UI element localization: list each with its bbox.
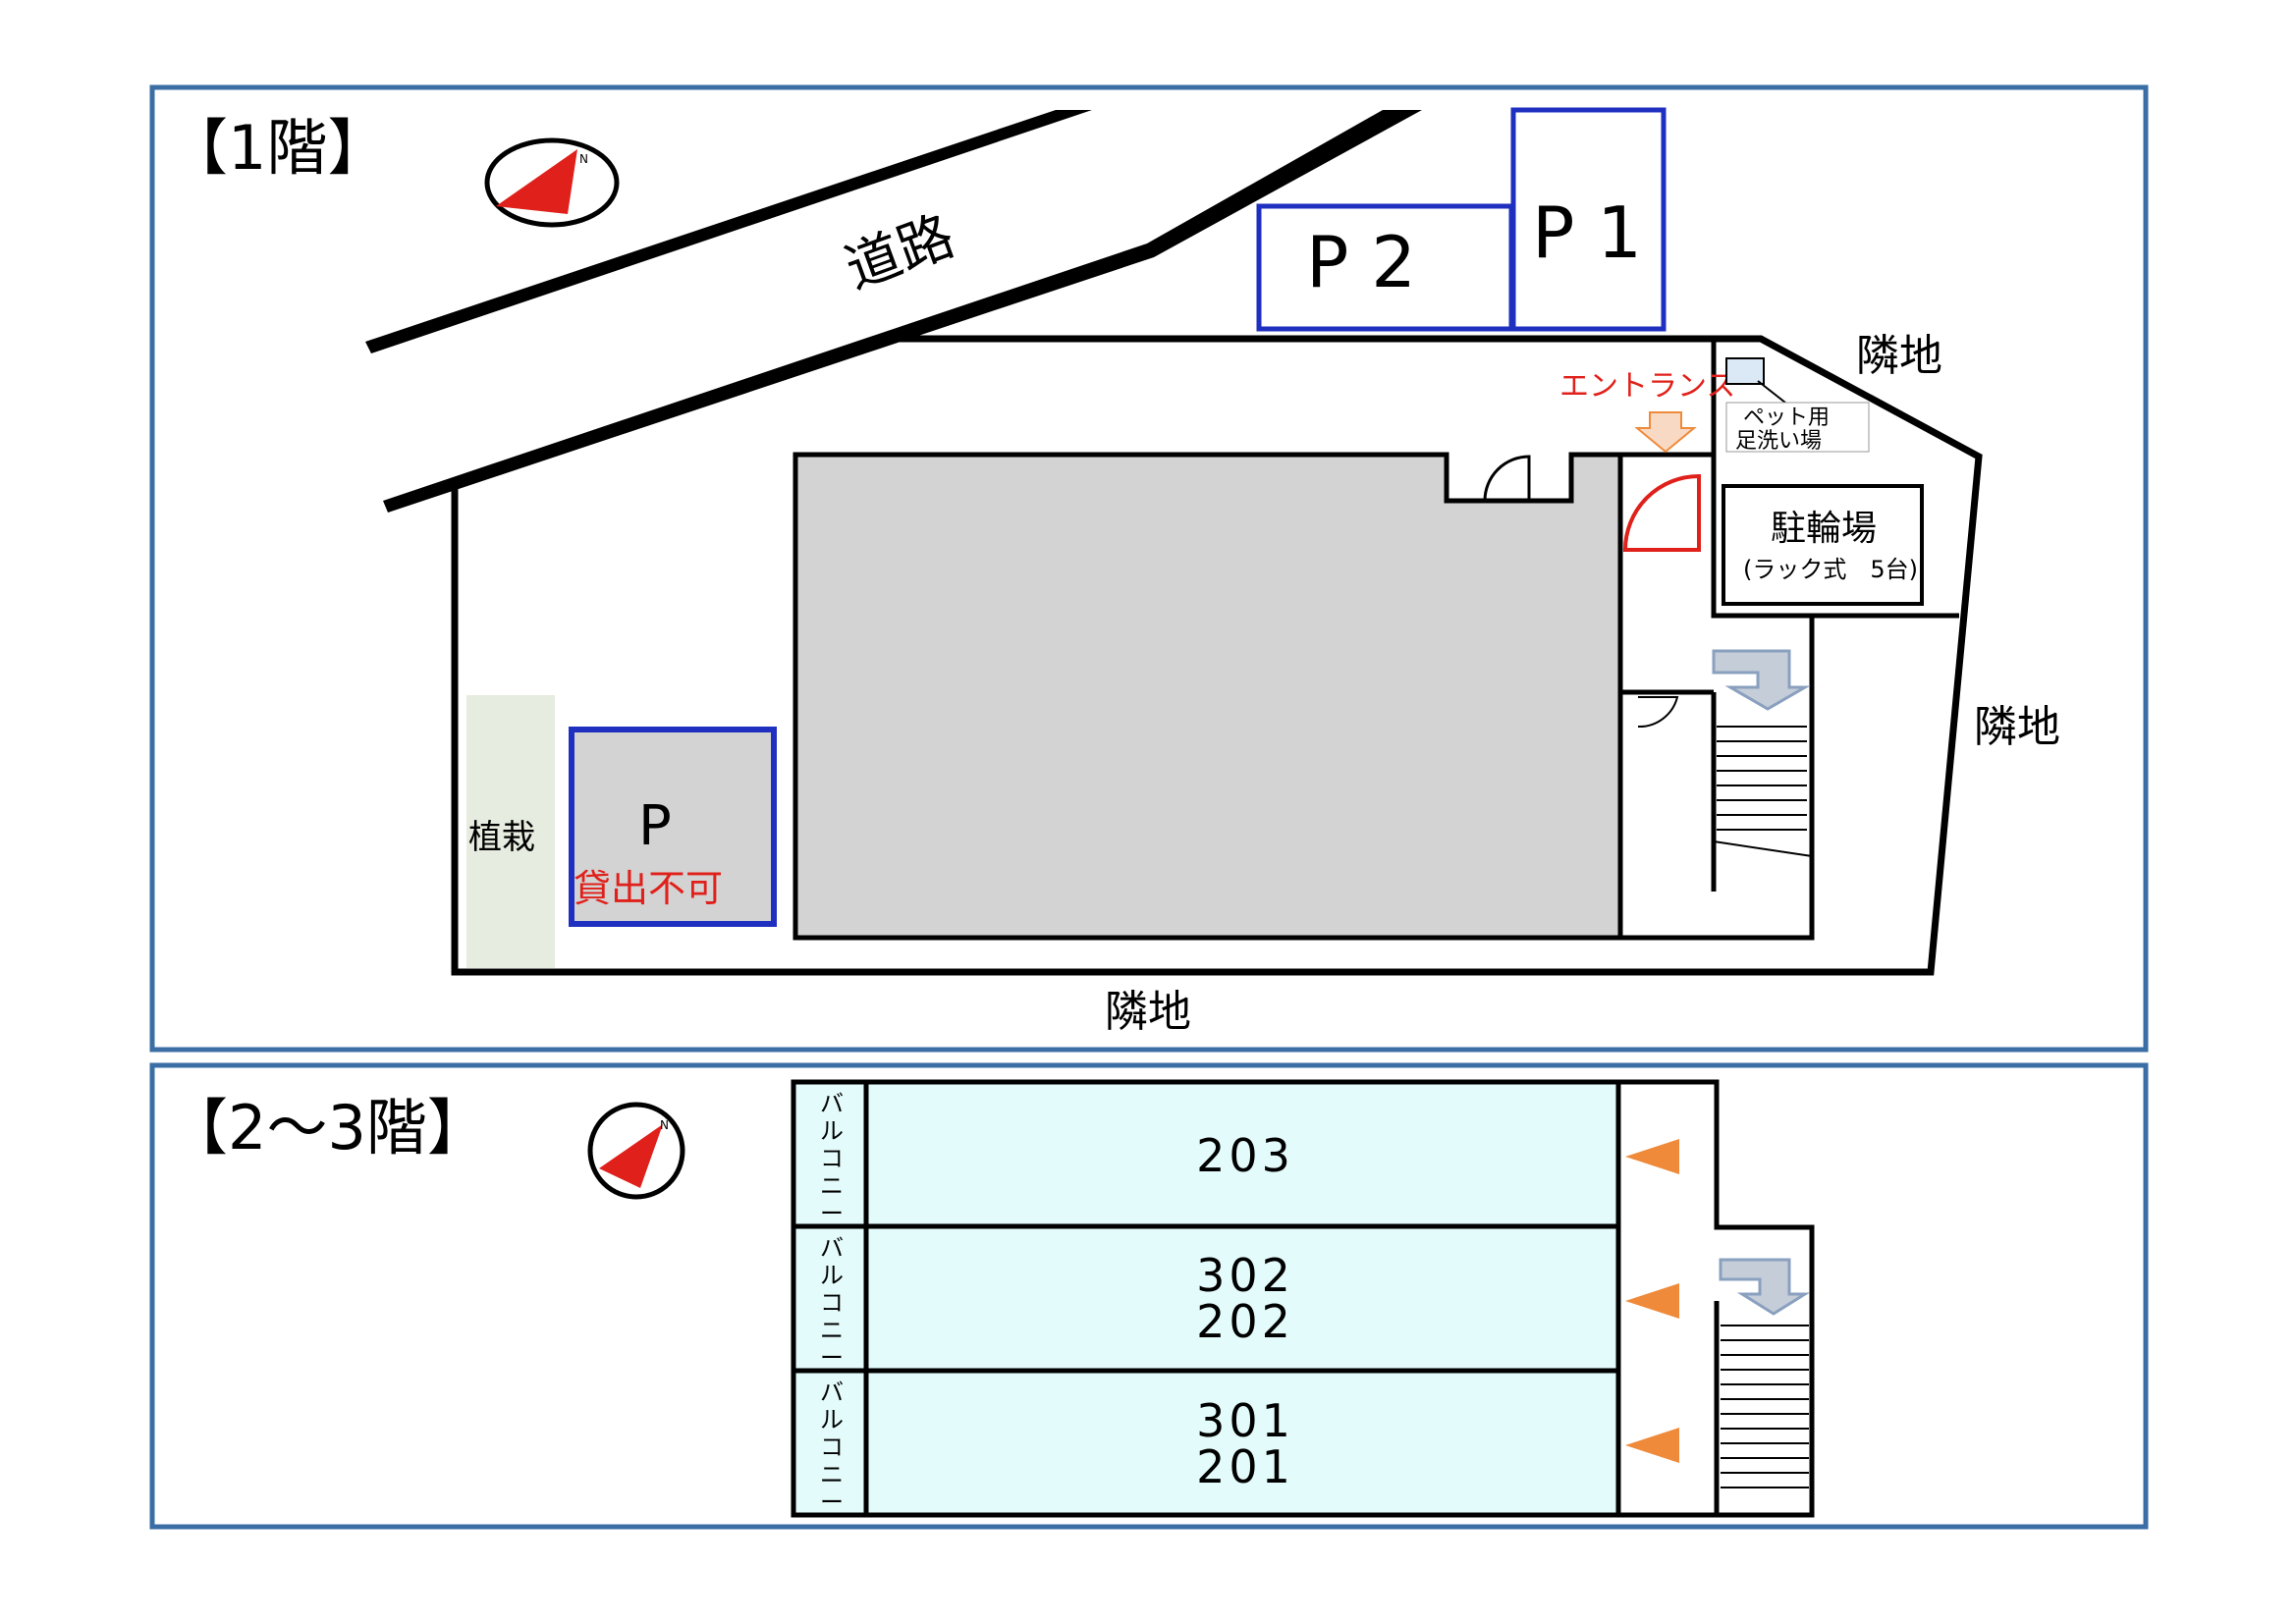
stairs-2f <box>1721 1325 1809 1488</box>
svg-text:バ: バ <box>820 1234 844 1262</box>
neighbor-top-label: 隣地 <box>1856 331 1942 381</box>
entrance-door-icon <box>1622 473 1701 552</box>
parking-p1 <box>1510 107 1667 332</box>
bike-parking <box>1722 484 1924 606</box>
balcony-label: バ ル コ ニ ー <box>820 1090 844 1227</box>
svg-text:ニ: ニ <box>820 1461 844 1488</box>
svg-text:N: N <box>660 1118 669 1132</box>
stair-arrow-icon <box>1719 1258 1811 1316</box>
compass-icon: N <box>484 137 620 228</box>
parking-p1-label: P 1 <box>1532 191 1642 274</box>
pet-wash-icon <box>1725 357 1765 385</box>
svg-text:ー: ー <box>820 1200 844 1227</box>
parking-p-label: P <box>638 794 672 858</box>
pet-wash-label-1: ペット用 <box>1743 406 1830 430</box>
building-main <box>793 452 1623 941</box>
parking-p2-label: P 2 <box>1306 221 1416 303</box>
svg-text:コ: コ <box>820 1289 844 1317</box>
floor23-title: 【2～3階】 <box>167 1092 488 1163</box>
compass-icon: N <box>587 1102 685 1200</box>
entry-arrow-icon <box>1625 1283 1679 1319</box>
parking-p2 <box>1256 203 1514 332</box>
bike-parking-label: 駐輪場 <box>1771 509 1877 549</box>
bike-parking-sub-label: (ラック式 5台) <box>1743 556 1918 583</box>
svg-text:バ: バ <box>820 1090 844 1117</box>
planting-label: 植栽 <box>468 818 535 857</box>
pet-wash-label-2: 足洗い場 <box>1735 429 1822 454</box>
svg-text:ニ: ニ <box>820 1317 844 1344</box>
svg-text:ー: ー <box>820 1344 844 1372</box>
svg-text:ル: ル <box>820 1262 844 1289</box>
site-boundary <box>451 335 1983 976</box>
entry-arrow-icon <box>1625 1428 1679 1463</box>
entrance-label: エントランス <box>1559 369 1735 404</box>
svg-text:ル: ル <box>820 1406 844 1434</box>
entrance-area <box>1617 339 1959 941</box>
stair-arrow-icon <box>1712 649 1811 711</box>
svg-text:ニ: ニ <box>820 1172 844 1200</box>
entry-arrow-icon <box>1625 1139 1679 1174</box>
unit-row <box>791 1079 1621 1229</box>
unit-row <box>791 1223 1621 1374</box>
pet-wash-box <box>1725 402 1870 453</box>
neighbor-bottom-label: 隣地 <box>1105 987 1191 1037</box>
entrance-arrow-icon <box>1634 411 1697 454</box>
parking-p <box>569 727 777 927</box>
svg-text:ル: ル <box>820 1117 844 1145</box>
door-icon <box>1637 696 1679 729</box>
floor1-title: 【1階】 <box>167 112 388 184</box>
unit-number: 301 <box>1196 1394 1294 1447</box>
balcony-label: バ ル コ ニ ー <box>820 1379 844 1516</box>
unit-row <box>791 1368 1621 1518</box>
svg-text:コ: コ <box>820 1145 844 1172</box>
planting-area <box>466 695 555 968</box>
road <box>365 110 1422 513</box>
unit-number: 202 <box>1196 1295 1294 1348</box>
unit-number: 201 <box>1196 1440 1294 1493</box>
stairs-1f <box>1717 726 1807 831</box>
svg-text:N: N <box>579 152 588 166</box>
balcony-label: バ ル コ ニ ー <box>820 1234 844 1372</box>
svg-text:バ: バ <box>820 1379 844 1406</box>
unit-number: 203 <box>1196 1129 1294 1182</box>
svg-text:ー: ー <box>820 1488 844 1516</box>
not-for-rent-label: 貸出不可 <box>574 867 723 910</box>
corridor-2f <box>1618 1079 1815 1518</box>
unit-number: 302 <box>1196 1249 1294 1302</box>
neighbor-right-label: 隣地 <box>1974 702 2060 752</box>
svg-text:コ: コ <box>820 1434 844 1461</box>
unit-block <box>791 1079 1621 1518</box>
